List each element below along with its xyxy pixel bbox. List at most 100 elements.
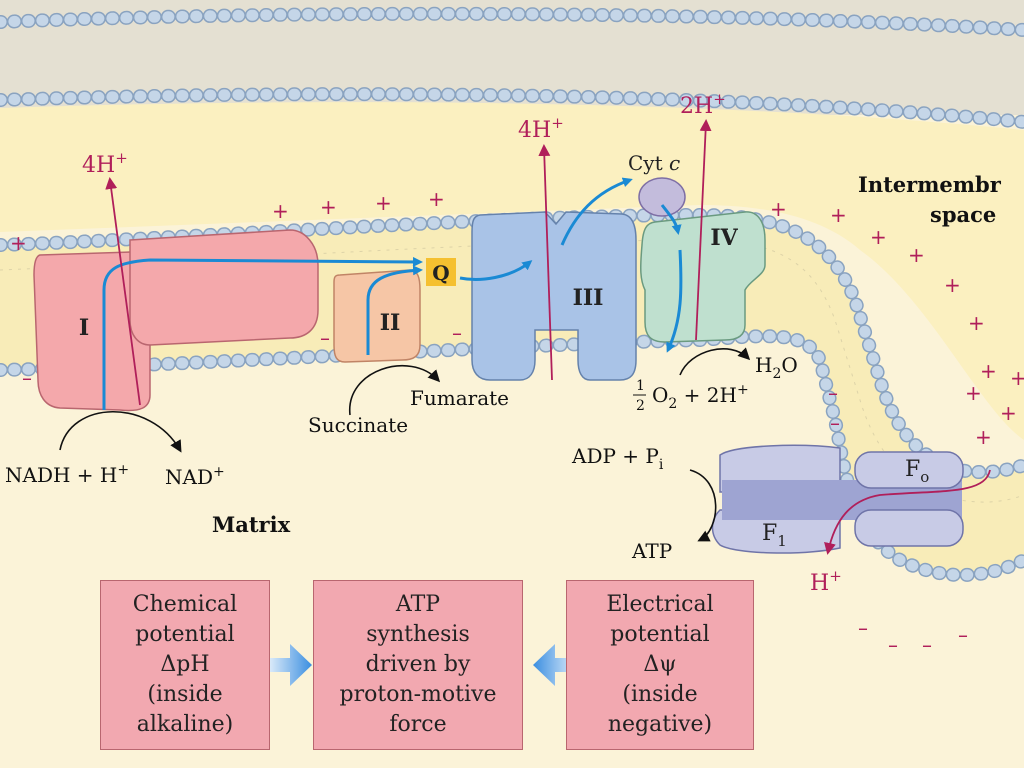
plus-charge: +	[375, 191, 392, 215]
electron-path-III-to-cytc	[560, 177, 633, 246]
F1-label: F1	[762, 521, 787, 550]
complex-II: II	[333, 269, 421, 363]
chemical-potential-box: Chemical potential ΔpH (inside alkaline)	[100, 580, 270, 750]
plus-charge: +	[870, 225, 887, 249]
plus-charge: +	[428, 187, 445, 211]
proton-arrow-complex-IV	[695, 119, 712, 341]
plus-charge: +	[320, 195, 337, 219]
chemical-line-2: potential	[135, 622, 235, 647]
fumarate-label: Fumarate	[410, 386, 509, 410]
nadh-reaction-arrow	[59, 410, 182, 453]
quinone-Q: Q	[426, 258, 456, 286]
minus-charge: –	[320, 326, 330, 350]
plus-charge: +	[10, 231, 27, 255]
atp-line-2: synthesis	[366, 622, 470, 647]
nadh-label: NADH + H+	[5, 462, 129, 487]
atp-synthesis-box: ATP synthesis driven by proton-motive fo…	[313, 580, 523, 750]
adp-label: ADP + Pi	[571, 444, 664, 473]
atp-line-1: ATP	[395, 592, 441, 617]
minus-charge: –	[958, 623, 968, 647]
electron-path-IV-to-O2	[666, 249, 683, 353]
complex-IV: IV	[640, 211, 766, 343]
atp-line-5: force	[389, 712, 447, 737]
o2-reaction-arrow	[679, 347, 751, 376]
box-connector-arrows	[260, 644, 585, 686]
intermembrane-space-label-1: Intermembr	[858, 172, 1002, 197]
atp-label: ATP	[631, 539, 672, 563]
proton-label-4H-mid: 4H+	[518, 114, 564, 143]
plus-charge: +	[1000, 401, 1017, 425]
electrical-line-5: negative)	[607, 712, 713, 737]
proton-label-4H-left: 4H+	[82, 149, 128, 178]
electron-flow-arrows	[102, 177, 683, 410]
electrical-potential-box: Electrical potential Δψ (inside negative…	[566, 580, 754, 750]
plus-charge: +	[944, 273, 961, 297]
minus-charge: –	[452, 321, 462, 345]
complex-I-label: I	[79, 315, 89, 341]
svg-text:O2 + 2H+: O2 + 2H+	[652, 382, 749, 412]
plus-charge: +	[272, 199, 289, 223]
arrow-chemical-to-atp	[260, 644, 312, 686]
proton-label-2H: 2H+	[680, 90, 726, 119]
electron-path-I-to-Q	[102, 256, 423, 410]
succinate-reaction-arrow	[349, 364, 441, 416]
cytochrome-c: Cyt c	[628, 151, 686, 217]
reaction-arrows	[59, 347, 751, 542]
complex-III-label: III	[573, 285, 604, 311]
atp-synthase: Fo F1	[711, 444, 964, 554]
minus-charge: –	[22, 366, 32, 390]
outer-membrane	[0, 0, 1024, 129]
chemical-line-4: (inside	[147, 682, 223, 707]
proton-arrow-complex-I	[105, 177, 141, 406]
electrical-line-1: Electrical	[606, 592, 714, 617]
minus-charge: –	[922, 633, 932, 657]
complex-I: I	[33, 229, 319, 412]
electron-path-cytc-to-IV	[660, 204, 682, 235]
svg-text:1: 1	[636, 378, 645, 394]
intermembrane-space-label-2: space	[930, 202, 996, 227]
F0-label: Fo	[905, 457, 929, 486]
charge-signs: ++++++++++++++++–––––––––	[10, 187, 1024, 657]
succinate-label: Succinate	[308, 413, 408, 437]
water-label: H2O	[755, 353, 798, 382]
atp-line-4: proton-motive	[339, 682, 497, 707]
plus-charge: +	[1010, 366, 1024, 390]
electron-path-II-to-Q	[366, 265, 423, 355]
minus-charge: –	[858, 616, 868, 640]
minus-charge: –	[830, 411, 840, 435]
svg-text:2: 2	[636, 398, 645, 414]
complex-IV-label: IV	[710, 225, 738, 251]
quinone-label: Q	[432, 261, 449, 285]
complex-III: III	[471, 211, 637, 381]
oxygen-reaction-label: 1 2 O2 + 2H+	[633, 378, 749, 414]
atp-line-3: driven by	[365, 652, 471, 677]
proton-pump-arrows	[105, 119, 991, 555]
plus-charge: +	[908, 243, 925, 267]
chemical-line-1: Chemical	[132, 592, 238, 617]
electrical-line-2: potential	[610, 622, 710, 647]
proton-arrow-complex-III	[538, 144, 553, 381]
plus-charge: +	[975, 425, 992, 449]
plus-charge: +	[965, 381, 982, 405]
electrical-line-4: (inside	[622, 682, 698, 707]
arrow-electrical-to-atp	[533, 644, 585, 686]
plus-charge: +	[830, 203, 847, 227]
proton-label-H-atp: H+	[810, 567, 842, 596]
electron-path-Q-to-III	[459, 260, 533, 281]
electrical-line-3: Δψ	[643, 652, 677, 677]
intermembrane-space-region	[0, 102, 1024, 440]
complex-II-label: II	[380, 310, 401, 336]
chemical-line-3: ΔpH	[160, 652, 210, 677]
matrix-label: Matrix	[212, 512, 291, 537]
cyt-c-label: Cyt c	[628, 151, 680, 175]
chemical-line-5: alkaline)	[136, 712, 234, 737]
nad-label: NAD+	[165, 464, 225, 489]
minus-charge: –	[828, 381, 838, 405]
adp-reaction-arrow	[689, 469, 717, 542]
minus-charge: –	[888, 633, 898, 657]
plus-charge: +	[770, 197, 787, 221]
proton-arrow-atp-synthase	[824, 469, 991, 555]
plus-charge: +	[980, 359, 997, 383]
